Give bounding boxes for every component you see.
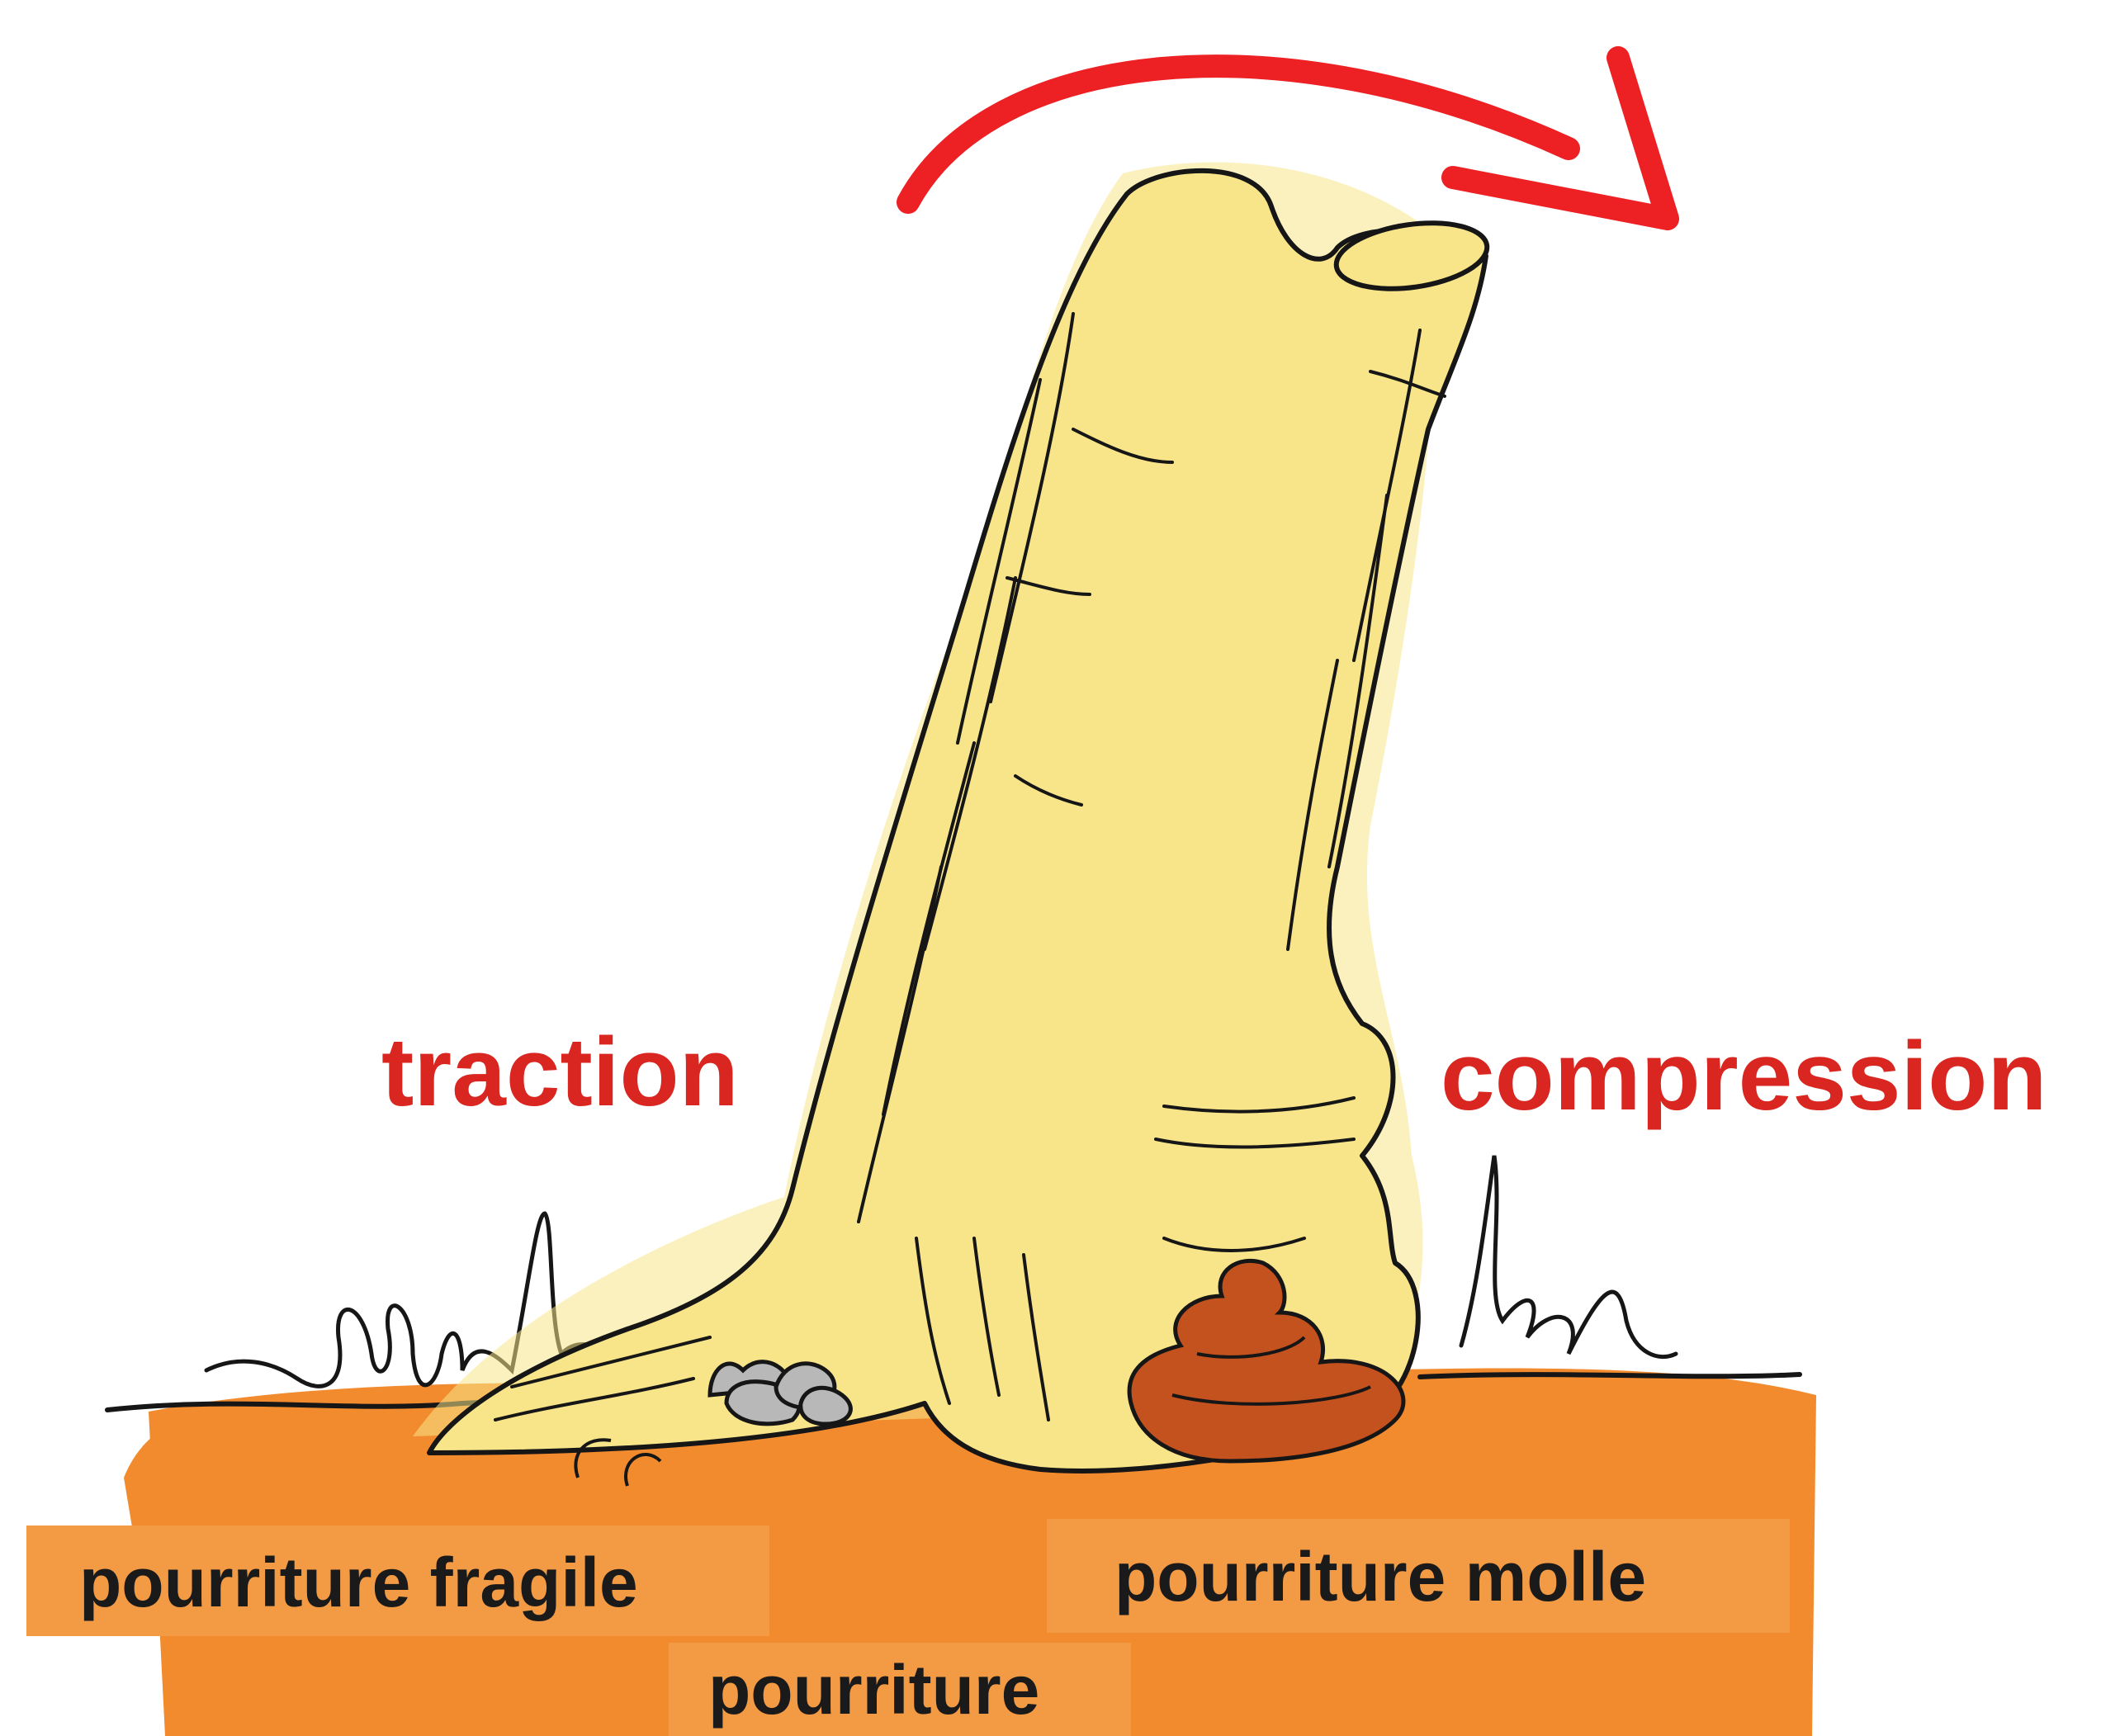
traction-label: traction <box>381 1024 739 1121</box>
rot-label: pourriture <box>708 1655 1039 1724</box>
fragile-rot-label: pourriture fragile <box>79 1548 638 1617</box>
grass-icon <box>1461 1156 1676 1357</box>
compression-label: compression <box>1441 1028 2047 1125</box>
soft-rot-label: pourriture molle <box>1114 1542 1646 1611</box>
